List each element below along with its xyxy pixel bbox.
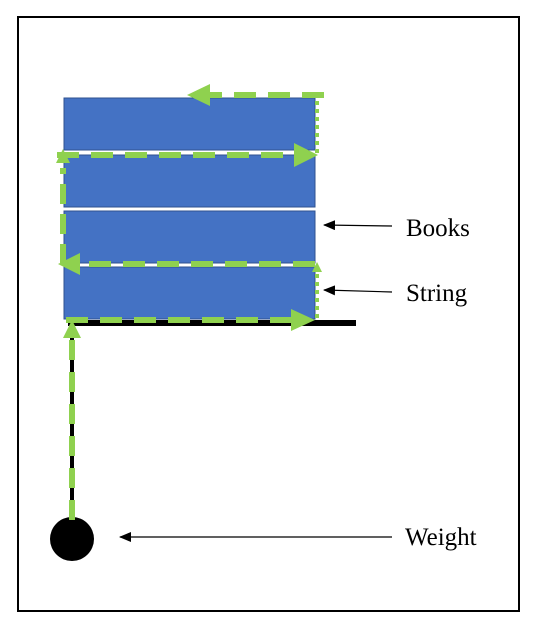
arrowhead-up-right <box>312 262 322 272</box>
books-pointer-arrow <box>323 220 393 231</box>
string-path <box>57 92 324 520</box>
string-path-arrows <box>56 84 322 338</box>
arrowhead-right-bottom <box>291 309 315 331</box>
books-stack <box>63 97 316 320</box>
arrowhead-up <box>63 320 81 338</box>
arrowhead-up-left <box>56 149 70 163</box>
arrowhead-right-second-row <box>294 143 318 167</box>
arrowhead-left-top <box>187 84 210 106</box>
string-label: String <box>406 280 468 307</box>
book-3 <box>63 210 316 264</box>
weight-ball <box>50 517 94 561</box>
weight-label: Weight <box>405 524 477 551</box>
book-4 <box>63 266 316 320</box>
figure-frame <box>17 16 520 612</box>
string-pointer-arrow <box>323 285 393 296</box>
book-2 <box>63 154 316 208</box>
book-1 <box>63 97 316 151</box>
arrowhead-left-third-row <box>58 253 80 275</box>
books-label: Books <box>406 215 470 242</box>
